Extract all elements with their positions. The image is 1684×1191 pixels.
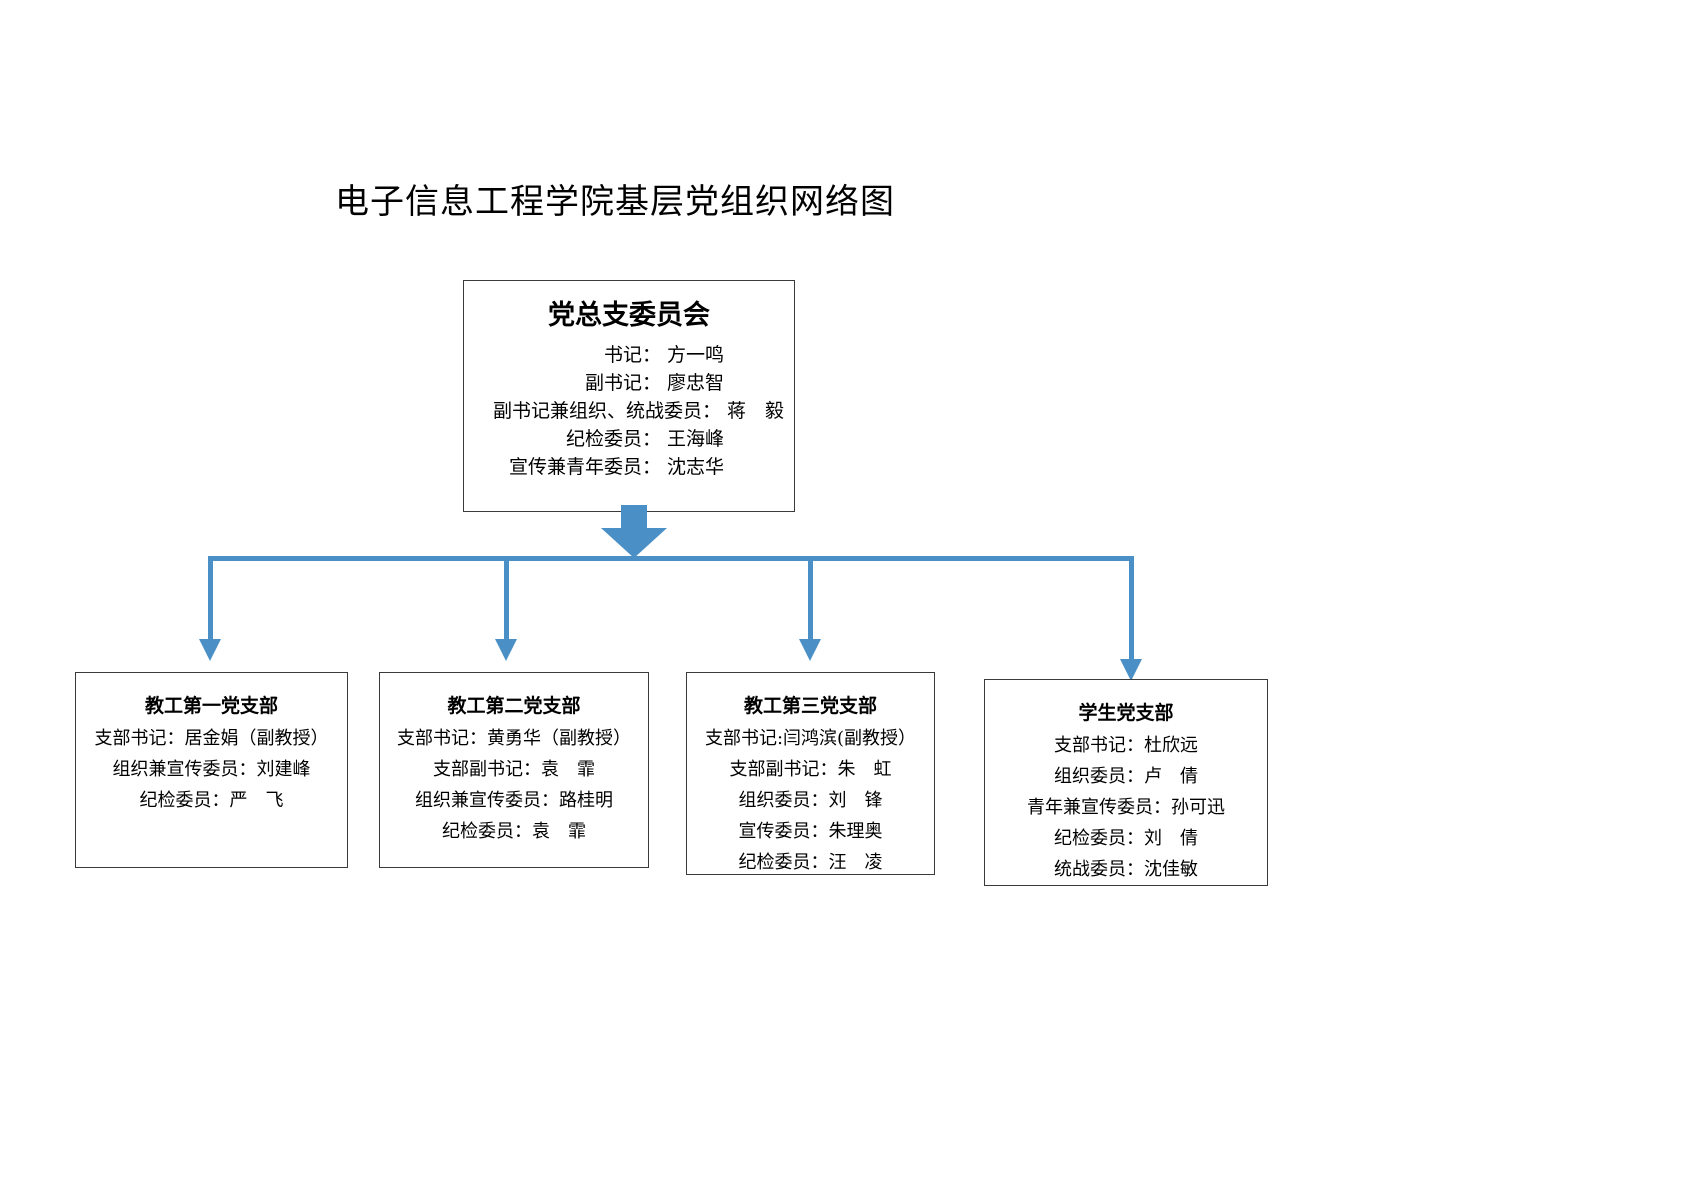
node-line: 支部书记：居金娟（副教授） [94,728,329,749]
node-line: 支部书记：黄勇华（副教授） [397,728,631,749]
node-title: 学生党支部 [1078,702,1174,724]
node-line: 纪检委员：袁 霏 [442,821,586,842]
connector-drop-branch-2 [504,556,509,641]
node-line: 统战委员：沈佳敏 [1054,859,1198,880]
node-line: 支部副书记：袁 霏 [433,759,595,780]
node-line: 宣传委员：朱理奥 [738,821,883,842]
connector-drop-branch-4 [1129,556,1134,661]
node-line: 组织兼宣传委员：刘建峰 [112,759,311,780]
connector-drop-branch-3 [808,556,813,641]
node-line: 青年兼宣传委员：孙可迅 [1027,797,1225,818]
page-title: 电子信息工程学院基层党组织网络图 [335,182,895,222]
node-line: 纪检委员：汪 凌 [738,852,883,873]
arrow-down-icon-branch-1 [199,639,221,661]
node-faculty-branch-3[interactable]: 教工第三党支部 支部书记:闫鸿滨(副教授） 支部副书记：朱 虹 组织委员：刘 锋… [686,672,935,875]
arrow-down-icon-branch-3 [799,639,821,661]
node-faculty-branch-2[interactable]: 教工第二党支部 支部书记：黄勇华（副教授） 支部副书记：袁 霏 组织兼宣传委员：… [379,672,649,868]
node-line-deputy-secretary: 副书记： 廖忠智 [584,372,724,394]
arrow-down-icon-branch-4 [1120,659,1142,681]
node-title: 教工第三党支部 [743,695,877,717]
node-title: 教工第一党支部 [144,695,278,717]
node-line: 组织兼宣传委员：路桂明 [415,790,613,811]
node-line: 支部副书记：朱 虹 [729,759,892,780]
node-line: 组织委员：刘 锋 [738,790,883,811]
arrow-down-icon-branch-2 [495,639,517,661]
node-line: 支部书记：杜欣远 [1054,735,1198,756]
node-line-deputy-org-unitedfront: 副书记兼组织、统战委员： 蒋 毅 [492,400,784,422]
node-faculty-branch-1[interactable]: 教工第一党支部 支部书记：居金娟（副教授） 组织兼宣传委员：刘建峰 纪检委员：严… [75,672,348,868]
node-line: 组织委员：卢 倩 [1054,766,1198,787]
connector-drop-branch-1 [208,556,213,641]
node-line-publicity-youth: 宣传兼青年委员： 沈志华 [508,456,724,478]
node-line: 支部书记:闫鸿滨(副教授） [704,728,917,749]
node-title: 党总支委员会 [548,300,710,331]
node-title: 教工第二党支部 [447,695,581,717]
node-line: 纪检委员：刘 倩 [1054,828,1198,849]
node-party-general-branch-committee[interactable]: 党总支委员会 书记： 方一鸣 副书记： 廖忠智 副书记兼组织、统战委员： 蒋 毅… [463,280,795,512]
node-line-secretary: 书记： 方一鸣 [603,344,724,366]
node-line: 纪检委员：严 飞 [139,790,284,811]
node-student-branch[interactable]: 学生党支部 支部书记：杜欣远 组织委员：卢 倩 青年兼宣传委员：孙可迅 纪检委员… [984,679,1268,886]
connector-horizontal-bus [208,556,1134,561]
root-connector-arrow-icon [601,528,667,558]
node-line-discipline: 纪检委员： 王海峰 [565,428,724,450]
